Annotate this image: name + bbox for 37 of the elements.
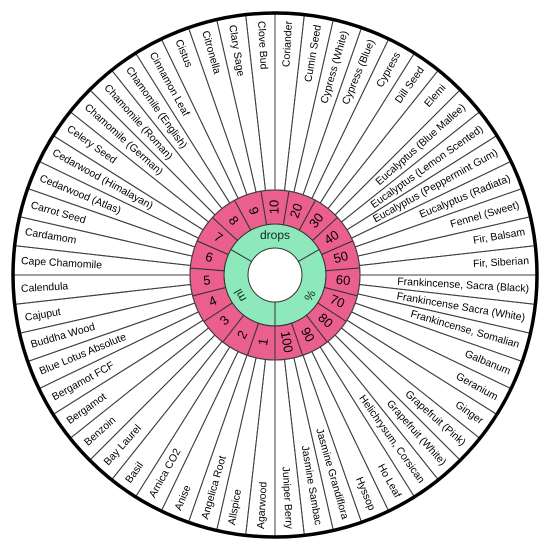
number-label: 80 [314,310,336,332]
oil-name: Calendula [21,280,69,296]
unit-label: drops [260,229,290,243]
number-label: 5 [203,272,212,288]
number-label: 2 [234,328,251,342]
oil-name: Cardamom [24,226,77,248]
oil-name: Agarwood [254,481,270,529]
oil-name: Angelica Root [198,454,228,521]
oil-name: Cape Chamomile [21,254,103,272]
number-label: 70 [328,292,347,312]
oil-name: Fir, Siberian [472,254,529,270]
oil-name: Citronella [198,29,223,76]
oil-name: Clove Bud [254,21,270,70]
oil-name: Juniper Berry [280,466,296,529]
number-label: 90 [297,324,318,345]
number-label: 3 [217,313,233,329]
number-label: 10 [268,200,282,214]
oil-name: Coriander [280,21,296,68]
number-label: 7 [210,230,226,246]
number-label: 60 [334,272,351,289]
oil-name: Anise [172,483,194,512]
oil-name: Cumin Seed [302,24,324,83]
number-label: 6 [204,250,214,266]
number-label: 20 [288,201,306,220]
oil-name: Allspice [226,488,244,526]
oil-name: Cajuput [24,306,62,324]
unit-label: % [300,286,318,303]
number-label: 1 [256,337,272,347]
oil-name: Clary Sage [226,24,248,77]
unit-label: ml [232,286,250,304]
number-label: 9 [244,204,262,217]
oil-name: Cistus [172,38,195,70]
number-label: 4 [206,294,220,311]
number-label: 8 [225,214,242,229]
oil-name: Fir, Balsam [472,226,526,248]
number-label: 50 [332,249,350,268]
number-label: 100 [277,330,296,354]
